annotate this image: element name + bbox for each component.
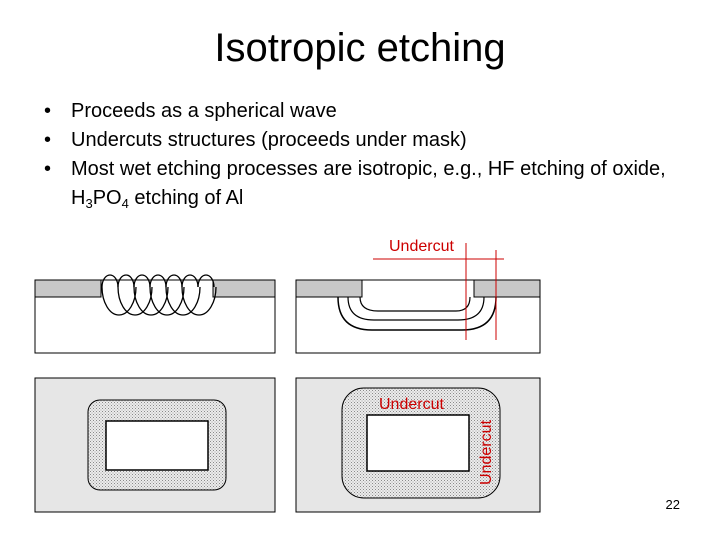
bullet-list: Proceeds as a spherical wave Undercuts s… xyxy=(44,97,684,213)
bullet-text-after: etching of Al xyxy=(128,187,244,209)
page-number: 22 xyxy=(665,497,680,512)
bullet-text-mid: PO xyxy=(92,187,122,209)
opening xyxy=(105,420,209,471)
undercut-label-top: Undercut xyxy=(389,238,454,255)
subscript-4: 4 xyxy=(121,196,129,211)
opening xyxy=(366,414,470,472)
bullet-item: Most wet etching processes are isotropic… xyxy=(44,155,684,213)
cross-section-spherical-wave xyxy=(34,274,276,354)
mask-left xyxy=(34,279,102,298)
subscript-3: 3 xyxy=(85,196,93,211)
bullet-text: Undercuts structures (proceeds under mas… xyxy=(71,129,467,151)
bullet-item: Proceeds as a spherical wave xyxy=(44,97,684,126)
etch-profile xyxy=(337,296,497,331)
top-view-mask-left xyxy=(34,377,276,513)
mask-right xyxy=(473,279,541,298)
bullet-item: Undercuts structures (proceeds under mas… xyxy=(44,126,684,155)
mask-right xyxy=(212,279,276,298)
cross-section-undercut xyxy=(295,279,541,354)
etch-wavefronts xyxy=(101,274,217,316)
etch-profile-inner xyxy=(347,296,485,321)
top-view-mask-right xyxy=(295,377,541,513)
slide-title: Isotropic etching xyxy=(214,26,506,70)
etch-profile-innermost xyxy=(359,296,471,312)
bullet-text-before: Most wet etching processes are isotropic… xyxy=(71,158,666,209)
undercut-label-vertical: Undercut xyxy=(478,420,495,485)
bullet-text: Proceeds as a spherical wave xyxy=(71,100,337,122)
undercut-label-inner: Undercut xyxy=(379,396,444,413)
mask-left xyxy=(295,279,363,298)
undercut-dimension-lines xyxy=(373,243,504,340)
